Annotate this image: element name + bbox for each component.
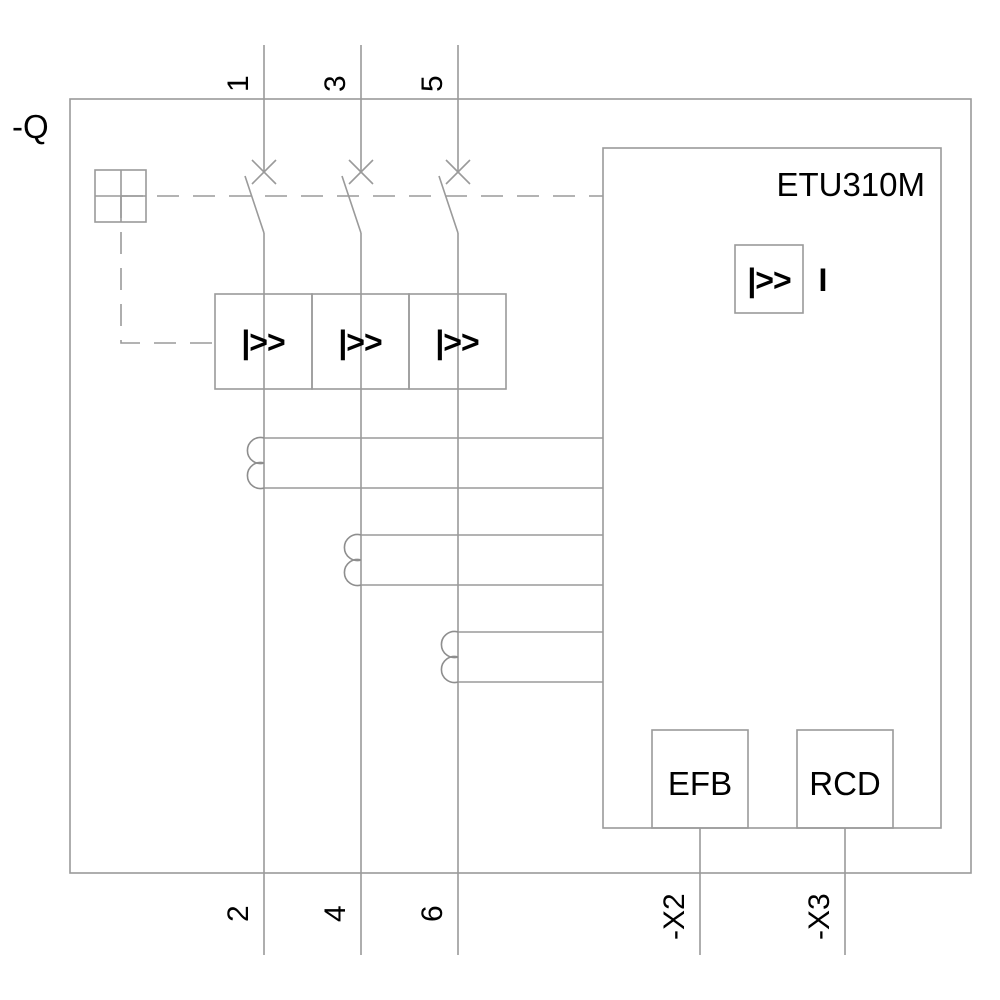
overcurrent-module-3-glyph: |>> [435, 324, 479, 360]
etu-indicator-box [734, 244, 804, 314]
mechanical-link-branch [120, 196, 215, 344]
bottom-terminal-label-6: 6 [416, 905, 449, 922]
overcurrent-module-2-glyph: |>> [338, 324, 382, 360]
contact-pole-3 [438, 159, 471, 234]
bottom-terminal-label-4: 4 [319, 905, 352, 922]
overcurrent-module-3 [408, 293, 507, 390]
top-terminal-label-5: 5 [416, 75, 449, 92]
rcd-module-label: RCD [809, 765, 881, 802]
etu-title-label: ETU310M [776, 166, 925, 203]
contact-pole-2 [341, 159, 374, 234]
contact-pole-1 [244, 159, 277, 234]
efb-terminal-label: -X2 [658, 893, 691, 940]
top-terminal-label-3: 3 [319, 75, 352, 92]
overcurrent-module-1-glyph: |>> [241, 324, 285, 360]
etu-block [602, 147, 942, 829]
etu-indicator-glyph: |>> [747, 262, 791, 298]
device-frame [69, 98, 972, 874]
current-transformer-1 [246, 436, 603, 490]
device-tag-label: -Q [12, 108, 49, 145]
etu-indicator-side-glyph: I [819, 262, 828, 298]
current-transformer-2 [343, 533, 603, 587]
efb-module-label: EFB [668, 765, 732, 802]
bottom-terminal-label-2: 2 [222, 905, 255, 922]
top-terminal-label-1: 1 [222, 75, 255, 92]
rcd-terminal-label: -X3 [803, 893, 836, 940]
current-transformer-3 [440, 630, 603, 684]
overcurrent-module-group [214, 293, 507, 390]
